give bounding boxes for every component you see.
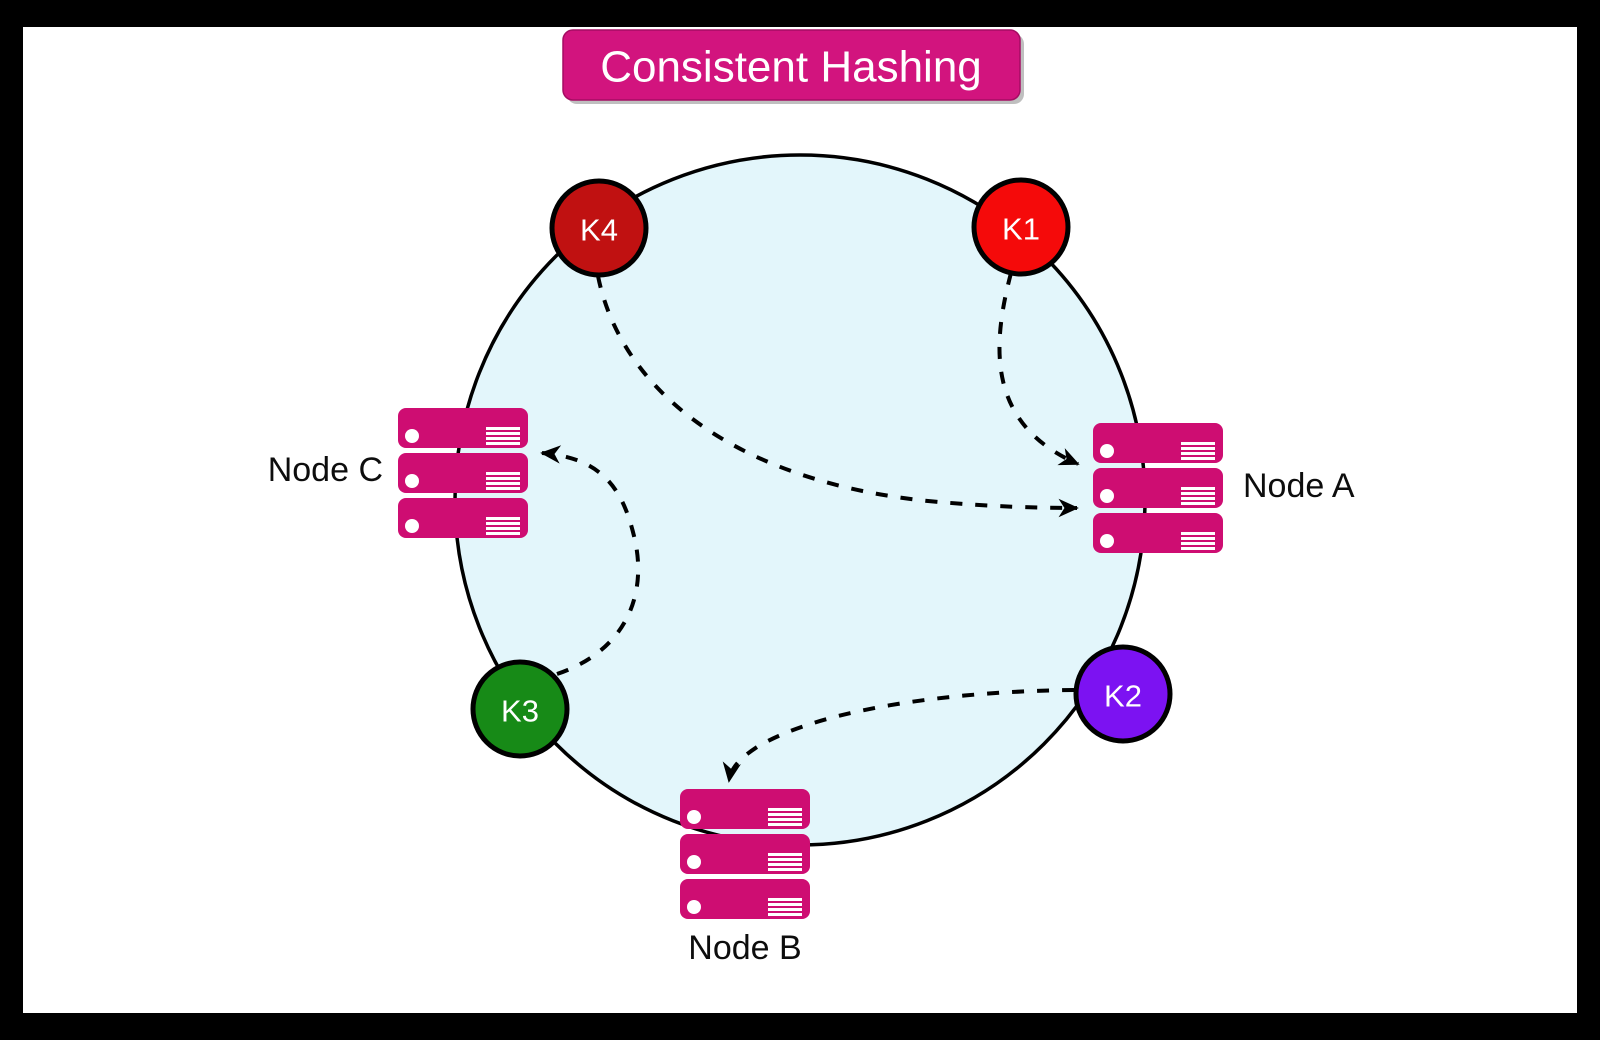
title-banner-bg <box>562 29 1021 101</box>
arrow-k3-to-node-c <box>540 445 641 676</box>
node-a-rack <box>1093 423 1223 553</box>
key-k3-circle <box>470 659 570 759</box>
key-k2-circle <box>1073 644 1173 744</box>
arrow-k1-to-node-a <box>997 272 1080 466</box>
server-rack-icon <box>1093 423 1223 463</box>
server-rack-icon <box>398 453 528 493</box>
node-c-label: Node C <box>268 451 383 489</box>
server-rack-icon <box>1093 513 1223 553</box>
server-rack-icon <box>398 408 528 448</box>
title-text: Consistent Hashing <box>600 43 982 92</box>
key-k1-circle <box>971 177 1071 277</box>
key-k4: K4 <box>549 178 649 278</box>
server-rack-icon <box>680 879 810 919</box>
key-k1-label: K1 <box>1002 212 1040 247</box>
key-k2: K2 <box>1073 644 1173 744</box>
server-rack-icon <box>680 789 810 829</box>
key-k3-label: K3 <box>501 694 539 729</box>
server-rack-icon <box>1093 468 1223 508</box>
key-k2-label: K2 <box>1104 679 1142 714</box>
key-k3: K3 <box>470 659 570 759</box>
title-banner: Consistent Hashing <box>562 29 1024 104</box>
node-a-label: Node A <box>1243 467 1355 505</box>
server-rack-icon <box>680 834 810 874</box>
key-k4-label: K4 <box>580 213 618 248</box>
node-b-rack <box>680 789 810 919</box>
server-rack-icon <box>398 498 528 538</box>
node-b-label: Node B <box>688 929 801 967</box>
key-k4-circle <box>549 178 649 278</box>
node-c-rack <box>398 408 528 538</box>
key-k1: K1 <box>971 177 1071 277</box>
arrow-k2-to-node-b <box>722 688 1075 783</box>
